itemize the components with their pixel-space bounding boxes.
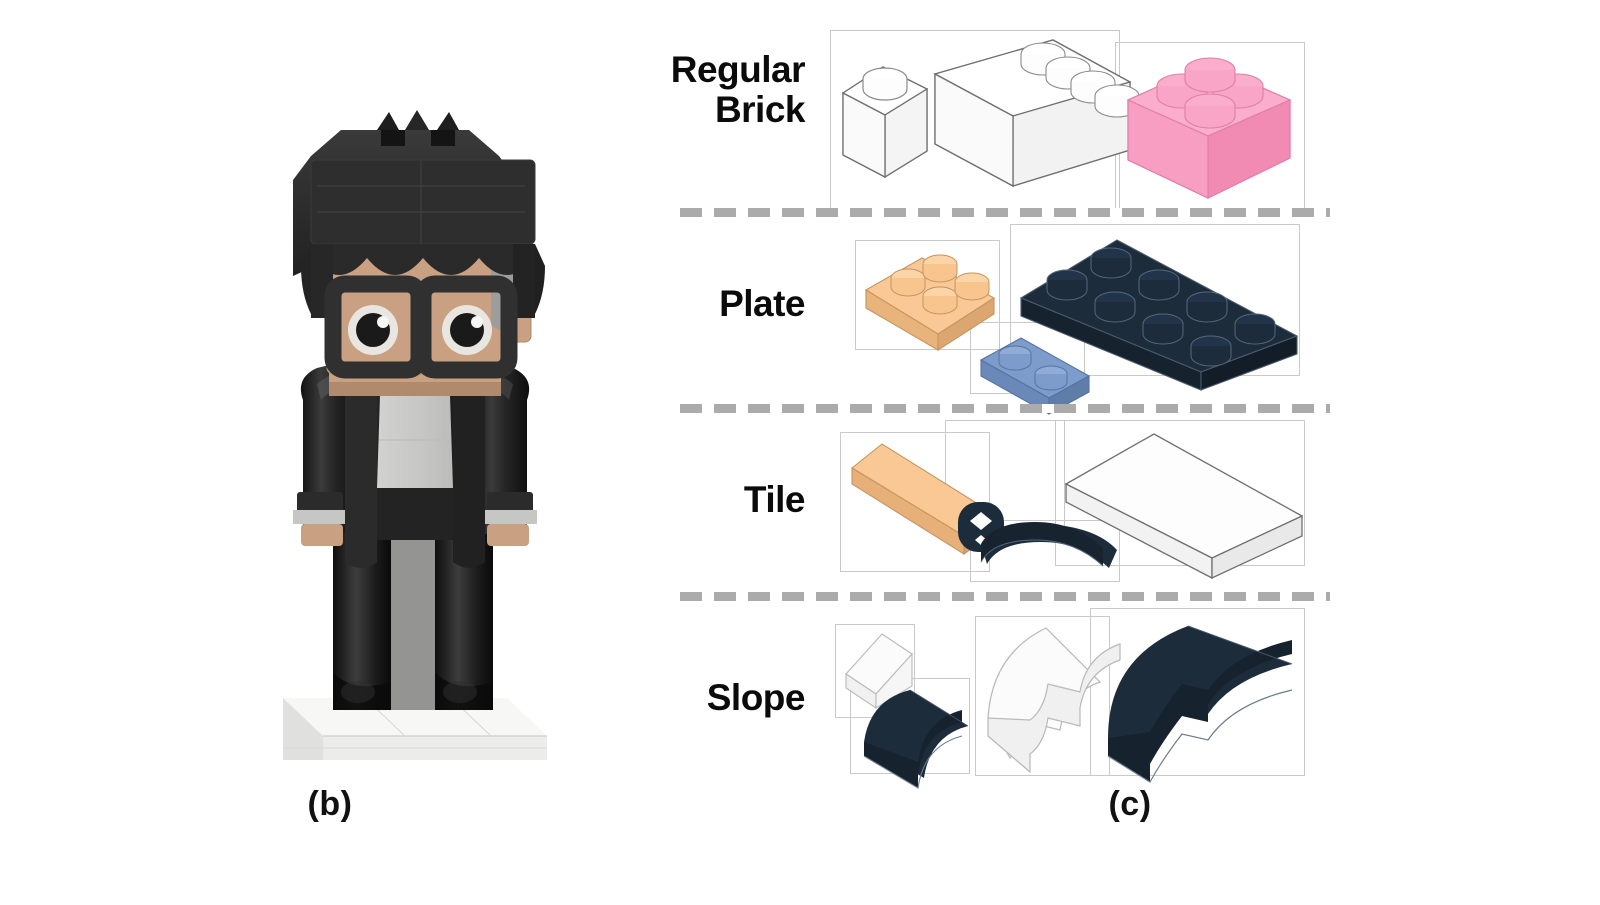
bbox-slope-white-curved — [975, 616, 1110, 776]
eye-left — [348, 305, 398, 355]
separator-3 — [680, 592, 1330, 601]
piece-tile-curved-navy — [975, 522, 1125, 584]
category-label-tile: Tile — [743, 479, 806, 520]
category-label-plate: Plate — [719, 283, 805, 324]
piece-tile-2x4-white — [1060, 428, 1308, 580]
eye-right — [442, 305, 492, 355]
panel-c: Regular Brick — [660, 0, 1600, 905]
panel-b-caption: (b) — [307, 785, 353, 823]
category-regular-brick: Regular Brick — [660, 0, 1600, 210]
separator-2 — [680, 404, 1330, 413]
piece-slope-1x2-white — [840, 628, 920, 718]
lego-minifigure-render — [255, 100, 585, 780]
legs — [333, 530, 493, 710]
piece-brick-1x1-white — [835, 55, 935, 185]
category-label-regular-brick: Regular Brick — [670, 49, 806, 130]
bbox-tile-white — [1055, 420, 1305, 566]
piece-brick-2x2-pink — [1120, 48, 1300, 208]
piece-slope-curved-2x2-white — [980, 622, 1121, 774]
category-tile: Tile — [660, 418, 1600, 593]
category-label-slope: Slope — [706, 677, 806, 718]
glasses — [324, 275, 518, 379]
piece-slope-curved-1x4-navy — [1098, 618, 1304, 783]
bbox-tile-curved — [970, 520, 1120, 582]
piece-plate-2x2-tan — [860, 244, 1000, 354]
minifigure-svg — [283, 110, 547, 760]
hair — [293, 110, 545, 318]
bbox-plate-tan — [855, 240, 1000, 350]
piece-slope-curved-1x2-navy — [858, 684, 976, 789]
panel-b: (b) — [0, 0, 660, 905]
piece-plate-2x4-navy — [1015, 232, 1305, 391]
panel-c-caption: (c) — [1108, 785, 1152, 823]
bbox-plate-navy — [1010, 224, 1300, 376]
bbox-slope-navy-large — [1090, 608, 1305, 776]
category-slope: Slope — [660, 606, 1600, 789]
piece-brick-1x4-white — [925, 32, 1140, 212]
separator-1 — [680, 208, 1330, 217]
bbox-tile-tan — [840, 432, 990, 572]
category-plate: Plate — [660, 222, 1600, 415]
